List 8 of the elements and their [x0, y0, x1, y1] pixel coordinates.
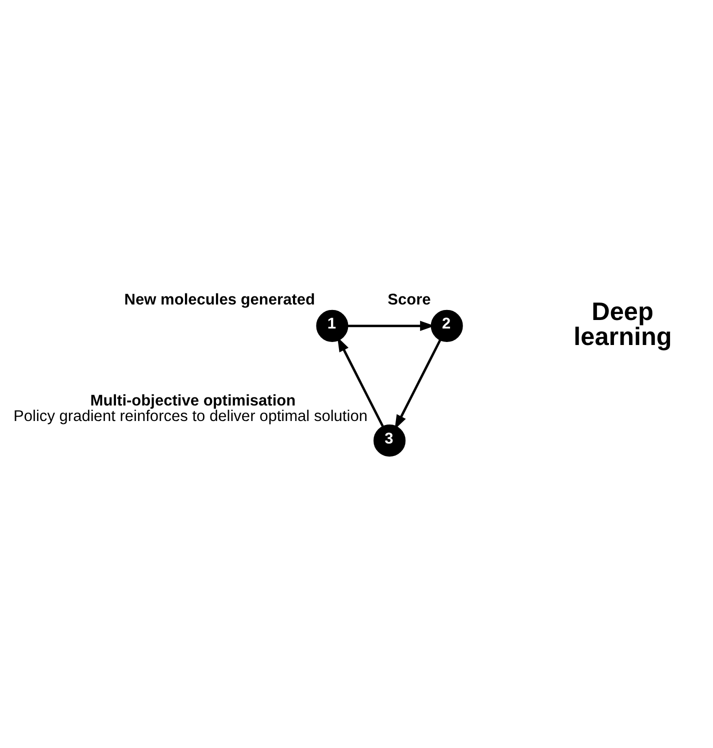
node-label: Multi-objective optimisation	[90, 392, 296, 409]
node-circle: 3	[374, 424, 406, 456]
node-circle: 2	[430, 309, 463, 342]
node-label: New molecules generated	[124, 290, 316, 308]
node-circle: 1	[316, 309, 348, 342]
label: Deep learning	[574, 297, 672, 351]
node-label: Score	[388, 290, 431, 308]
arrow	[394, 339, 442, 430]
